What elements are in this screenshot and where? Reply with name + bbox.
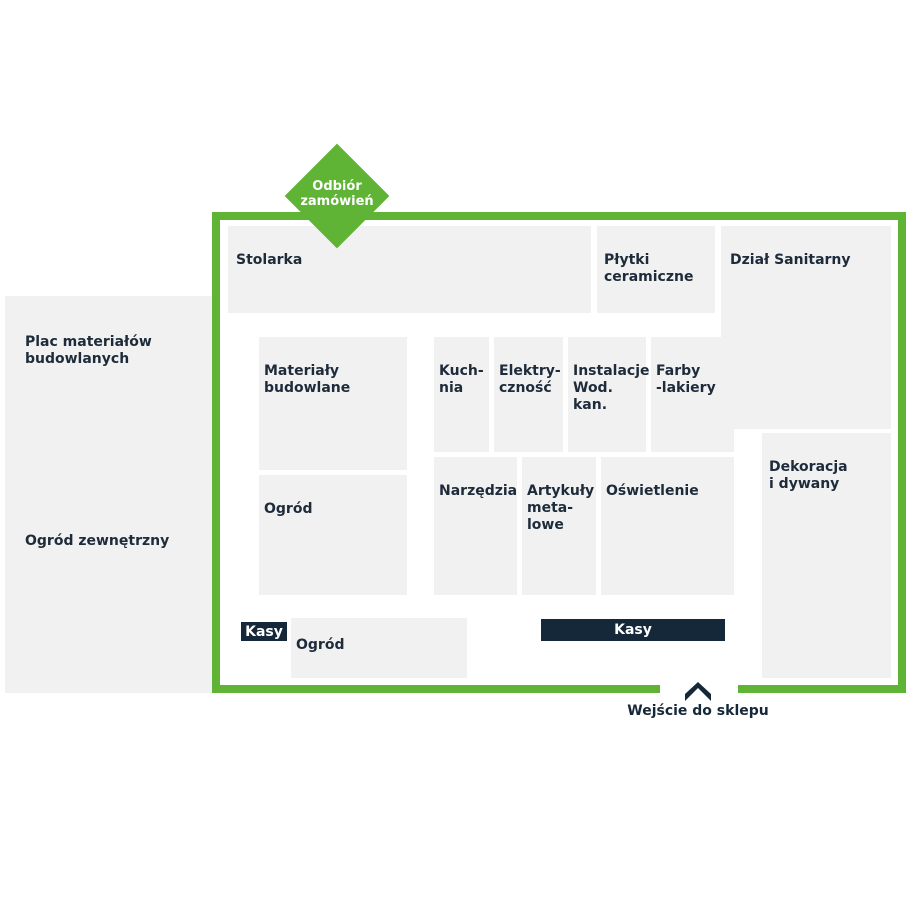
zone-garden-front[interactable]: Ogród: [291, 618, 467, 678]
checkout-label: Kasy: [614, 622, 652, 638]
store-wall-right: [898, 212, 906, 693]
zone-joinery[interactable]: Stolarka: [228, 226, 591, 313]
checkout-main[interactable]: Kasy: [541, 619, 725, 641]
zone-ceramic-tiles[interactable]: Płytki ceramiczne: [597, 226, 715, 313]
zone-label: Artykuły meta- lowe: [527, 483, 595, 533]
zone-label: Ogród zewnętrzny: [25, 533, 170, 549]
zone-label: Stolarka: [236, 252, 303, 268]
zone-decoration[interactable]: Dekoracja i dywany: [762, 433, 891, 678]
zone-outdoor-garden[interactable]: Ogród zewnętrzny: [18, 507, 208, 679]
zone-label: Instalacje Wod. kan.: [573, 363, 650, 413]
zone-tools[interactable]: Narzędzia: [434, 457, 517, 595]
zone-lighting[interactable]: Oświetlenie: [601, 457, 734, 595]
checkout-label: Kasy: [245, 623, 283, 640]
store-wall-left: [212, 212, 220, 693]
store-wall-bottom-right: [738, 685, 906, 693]
zone-paints[interactable]: Farby -lakiery: [651, 337, 734, 452]
zone-metal[interactable]: Artykuły meta- lowe: [522, 457, 596, 595]
zone-sanitary[interactable]: Dział Sanitarny: [721, 226, 891, 429]
zone-label: Płytki ceramiczne: [604, 252, 694, 285]
zone-building-materials-yard[interactable]: Plac materiałów budowlanych: [18, 308, 208, 503]
zone-label: Elektry- czność: [499, 363, 561, 396]
chevron-up-icon: [685, 682, 711, 701]
store-wall-top: [212, 212, 906, 220]
zone-label: Dział Sanitarny: [730, 252, 851, 268]
zone-label: Dekoracja i dywany: [769, 459, 848, 492]
zone-label: Oświetlenie: [606, 483, 699, 499]
store-wall-bottom-left: [212, 685, 660, 693]
zone-label: Ogród: [264, 501, 313, 517]
zone-plumbing[interactable]: Instalacje Wod. kan.: [568, 337, 650, 452]
entrance-label: Wejście do sklepu: [627, 703, 769, 719]
checkout-small[interactable]: Kasy: [241, 622, 287, 641]
zone-label: Materiały budowlane: [264, 363, 351, 396]
zone-building-materials[interactable]: Materiały budowlane: [259, 337, 407, 470]
zone-kitchen[interactable]: Kuch- nia: [434, 337, 489, 452]
zone-electrical[interactable]: Elektry- czność: [494, 337, 563, 452]
zone-garden-inner[interactable]: Ogród: [259, 475, 407, 595]
zone-label: Kuch- nia: [439, 363, 484, 396]
pickup-label: Odbiór zamówień: [300, 179, 374, 209]
zone-label: Plac materiałów budowlanych: [25, 334, 152, 367]
zone-label: Farby -lakiery: [656, 363, 716, 396]
zone-label: Ogród: [296, 637, 345, 653]
zone-label: Narzędzia: [439, 483, 518, 499]
